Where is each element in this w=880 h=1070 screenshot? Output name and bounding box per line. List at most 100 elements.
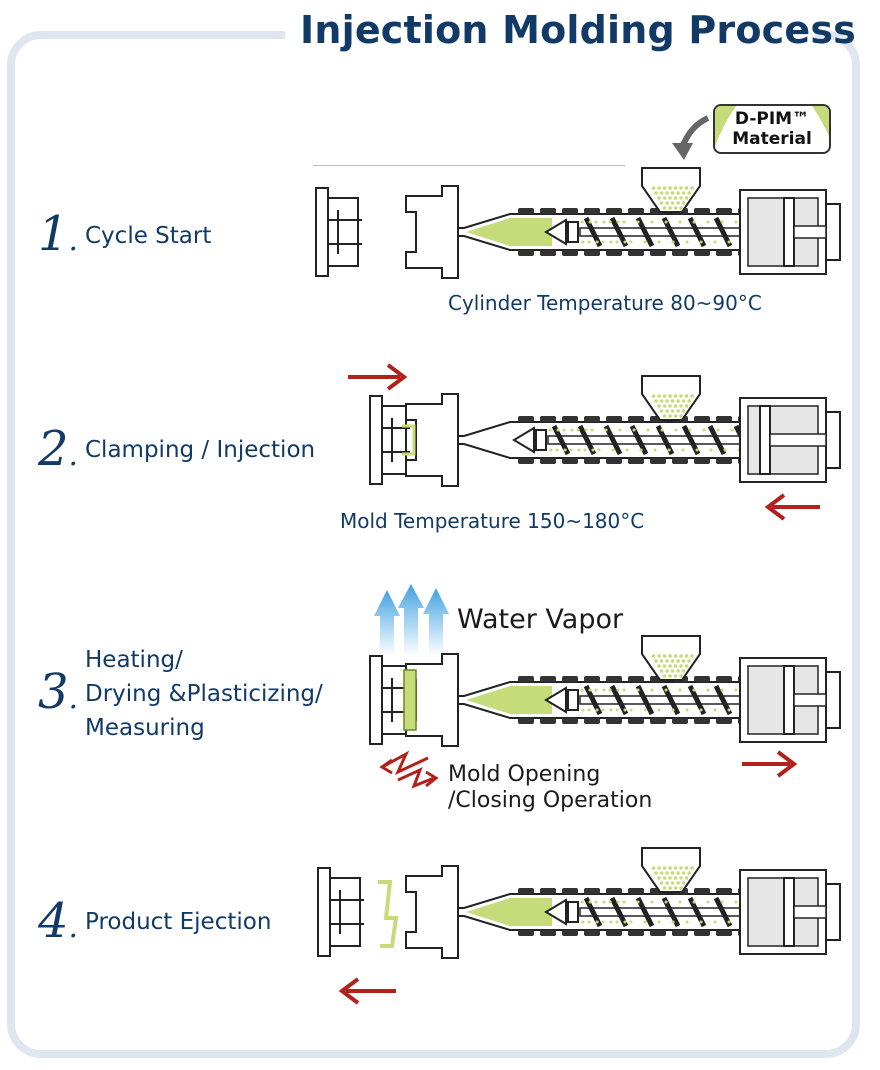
- heater-band: [584, 888, 600, 894]
- heater-band: [672, 718, 688, 724]
- hopper: [641, 847, 701, 893]
- machine-step-2: [369, 375, 841, 487]
- moving-mold-half: [327, 197, 359, 267]
- screw-tip: [544, 686, 567, 714]
- heater-band: [716, 676, 732, 682]
- machine-step-1: [315, 167, 841, 279]
- heater-band: [628, 250, 644, 256]
- heater-band: [540, 718, 556, 724]
- heater-band: [628, 416, 644, 422]
- heater-band: [694, 718, 710, 724]
- step-number-1: 1.: [38, 206, 79, 262]
- heater-band: [606, 458, 622, 464]
- heater-band: [562, 718, 578, 724]
- moving-mold-half: [381, 405, 407, 475]
- moving-mold-half: [329, 877, 361, 947]
- fixed-mold-half: [405, 185, 459, 279]
- heater-band: [694, 416, 710, 422]
- heater-band: [716, 930, 732, 936]
- melt-chamber: [466, 686, 552, 714]
- heater-band: [540, 416, 556, 422]
- machine-step-4: [317, 847, 841, 959]
- ejected-part: [378, 880, 399, 948]
- heater-band: [606, 250, 622, 256]
- heater-band: [694, 930, 710, 936]
- heater-band: [650, 930, 666, 936]
- heater-band: [518, 458, 534, 464]
- step-number-4: 4.: [38, 893, 79, 949]
- ejector-pins: [328, 210, 362, 254]
- divider-line: [313, 165, 625, 166]
- melt-chamber: [466, 898, 552, 926]
- heater-band: [584, 416, 600, 422]
- heater-band: [694, 208, 710, 214]
- molded-part: [403, 669, 417, 731]
- heater-band: [540, 250, 556, 256]
- arrow-right-clamp: [348, 363, 408, 391]
- arrow-left-eject: [338, 977, 396, 1005]
- screw-tip: [544, 218, 567, 246]
- heater-band: [562, 250, 578, 256]
- heater-band: [584, 458, 600, 464]
- heater-band: [518, 718, 534, 724]
- hopper-material: [651, 654, 694, 678]
- heater-band: [694, 888, 710, 894]
- step-number-3: 3.: [38, 664, 79, 720]
- heater-band: [606, 676, 622, 682]
- heater-band: [540, 458, 556, 464]
- hopper: [641, 167, 701, 213]
- heater-band: [562, 930, 578, 936]
- heater-band: [628, 208, 644, 214]
- hopper-material: [651, 866, 694, 890]
- heater-band: [628, 718, 644, 724]
- heater-band: [606, 888, 622, 894]
- heater-band: [628, 676, 644, 682]
- check-ring: [535, 429, 547, 451]
- heater-band: [518, 930, 534, 936]
- rear-rod: [769, 433, 827, 447]
- step-label-3: Heating/ Drying &Plasticizing/ Measuring: [85, 647, 323, 741]
- rear-rod: [793, 905, 827, 919]
- heater-band: [518, 208, 534, 214]
- badge-line-2: Material: [732, 129, 812, 149]
- heater-band: [650, 458, 666, 464]
- heater-band: [606, 930, 622, 936]
- heater-band: [716, 458, 732, 464]
- hopper: [641, 635, 701, 681]
- heater-band: [672, 930, 688, 936]
- hopper: [641, 375, 701, 421]
- heater-band: [716, 250, 732, 256]
- heater-band: [540, 676, 556, 682]
- mold-opening-note: Mold Opening /Closing Operation: [448, 762, 653, 813]
- heater-band: [584, 208, 600, 214]
- heater-band: [562, 888, 578, 894]
- heater-band: [562, 416, 578, 422]
- heater-band: [672, 250, 688, 256]
- hopper-material: [651, 186, 694, 210]
- heater-band: [716, 718, 732, 724]
- heater-band: [584, 930, 600, 936]
- check-ring: [567, 221, 579, 243]
- water-vapor-note: Water Vapor: [457, 604, 624, 635]
- heater-band: [518, 888, 534, 894]
- heater-band: [716, 416, 732, 422]
- machine-step-3: [369, 635, 841, 747]
- step-number-2: 2.: [38, 421, 79, 477]
- heater-band: [540, 888, 556, 894]
- hopper-material: [651, 394, 694, 418]
- heater-band: [650, 250, 666, 256]
- check-ring: [567, 689, 579, 711]
- heater-band: [584, 250, 600, 256]
- water-vapor-icon: [374, 584, 449, 656]
- heater-band: [694, 250, 710, 256]
- heater-band: [584, 718, 600, 724]
- material-badge: D-PIM™ Material: [713, 104, 831, 154]
- page-title: Injection Molding Process: [300, 8, 856, 52]
- badge-pattern: [715, 106, 829, 147]
- badge-text: D-PIM™ Material: [715, 109, 829, 149]
- heater-band: [606, 208, 622, 214]
- heater-band: [562, 208, 578, 214]
- melt-chamber: [466, 218, 552, 246]
- heater-band: [518, 250, 534, 256]
